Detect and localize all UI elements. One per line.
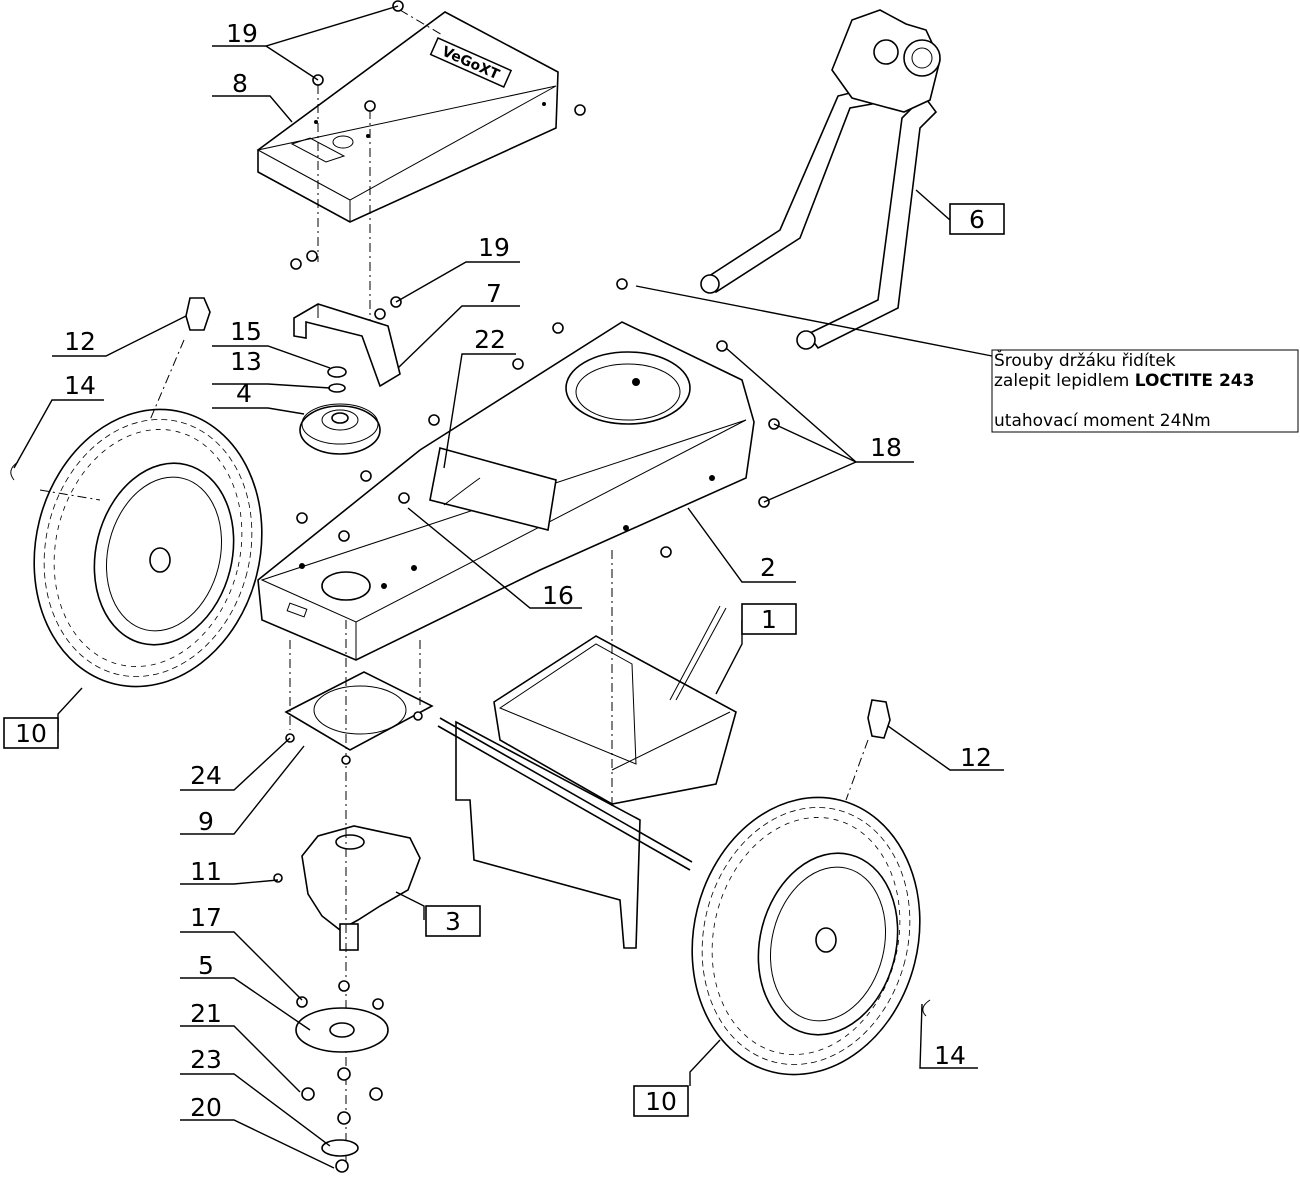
label-9: 9 xyxy=(198,807,214,836)
hardware xyxy=(10,297,931,1017)
note-loctite: LOCTITE 243 xyxy=(1135,371,1255,391)
label-7: 7 xyxy=(486,279,502,308)
gasket-plate xyxy=(284,671,434,751)
main-frame xyxy=(257,321,755,661)
note-box: Šrouby držáku řidítek zalepit lepidlem L… xyxy=(991,349,1299,433)
bracket xyxy=(293,303,401,388)
top-cover: VeGoXT xyxy=(256,9,559,330)
label-15: 15 xyxy=(230,317,262,346)
label-12-left: 12 xyxy=(64,327,96,356)
label-16: 16 xyxy=(542,581,574,610)
label-17: 17 xyxy=(190,903,222,932)
note-line-1: Šrouby držáku řidítek xyxy=(994,349,1176,371)
label-23: 23 xyxy=(190,1045,222,1074)
deflector-box xyxy=(437,550,737,949)
label-19-bracket: 19 xyxy=(478,233,510,262)
label-20: 20 xyxy=(190,1093,222,1122)
label-4: 4 xyxy=(236,379,252,408)
part-labels: 19 8 19 7 15 13 4 12 14 22 18 2 16 24 9 … xyxy=(64,19,992,1122)
note-line-2: zalepit lepidlem LOCTITE 243 xyxy=(994,371,1254,391)
label-8: 8 xyxy=(232,69,248,98)
handlebar xyxy=(700,9,941,350)
label-24: 24 xyxy=(190,761,222,790)
label-10-right: 10 xyxy=(645,1087,677,1116)
label-14-left: 14 xyxy=(64,371,96,400)
leader-lines xyxy=(13,5,1004,1169)
boxed-labels: 6 1 10 3 10 xyxy=(3,203,1005,1117)
wheel-right xyxy=(691,796,921,1076)
pulley xyxy=(299,366,381,455)
label-5: 5 xyxy=(198,951,214,980)
wheel-left xyxy=(33,408,263,688)
label-12-right: 12 xyxy=(960,743,992,772)
label-13: 13 xyxy=(230,347,262,376)
bolts xyxy=(273,0,780,1010)
label-22: 22 xyxy=(474,325,506,354)
label-11: 11 xyxy=(190,857,222,886)
label-2: 2 xyxy=(760,553,776,582)
label-1: 1 xyxy=(761,605,777,634)
label-6: 6 xyxy=(969,205,985,234)
label-19-top: 19 xyxy=(226,19,258,48)
label-21: 21 xyxy=(190,999,222,1028)
label-14-right: 14 xyxy=(934,1041,966,1070)
blade-hub xyxy=(295,1007,389,1173)
label-3: 3 xyxy=(445,907,461,936)
note-line-2-prefix: zalepit lepidlem xyxy=(994,371,1135,391)
note-line-3: utahovací moment 24Nm xyxy=(994,411,1211,431)
label-18: 18 xyxy=(870,433,902,462)
label-10-left: 10 xyxy=(15,719,47,748)
